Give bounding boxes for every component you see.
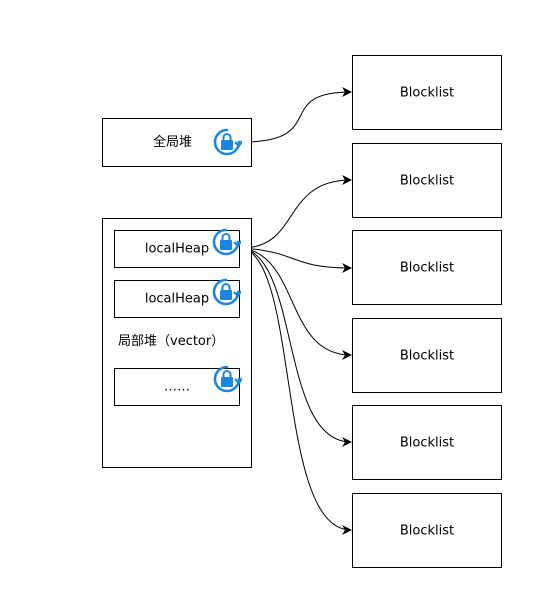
- blocklist-label: Blocklist: [399, 523, 455, 538]
- connector-local-to-blocklist-4: [241, 247, 352, 360]
- connector-local-to-blocklist-5: [241, 247, 352, 447]
- blocklist-box-4: Blocklist: [352, 318, 502, 393]
- blocklist-box-6: Blocklist: [352, 493, 502, 568]
- blocklist-label: Blocklist: [399, 260, 455, 275]
- lock-icon: [213, 128, 242, 156]
- blocklist-box-1: Blocklist: [352, 55, 502, 130]
- connector-global-to-blocklist-1: [241, 87, 352, 143]
- blocklist-label: Blocklist: [399, 435, 455, 450]
- vector-label: 局部堆（vector）: [118, 334, 225, 349]
- connector-local-to-blocklist-2: [241, 175, 352, 249]
- global-heap-label: 全局堆: [153, 135, 193, 150]
- blocklist-label: Blocklist: [399, 85, 455, 100]
- lock-icon: [212, 278, 241, 306]
- connector-local-to-blocklist-3: [241, 247, 352, 273]
- lock-icon: [212, 228, 241, 256]
- connector-local-to-blocklist-6: [241, 247, 352, 535]
- local-heap-slot-2: localHeap: [114, 280, 240, 318]
- blocklist-box-2: Blocklist: [352, 143, 502, 218]
- local-heap-slot-label: localHeap: [144, 241, 210, 257]
- blocklist-label: Blocklist: [399, 173, 455, 188]
- blocklist-box-3: Blocklist: [352, 230, 502, 305]
- local-heap-slot-1: localHeap: [114, 230, 240, 268]
- local-heap-slot-label: localHeap: [144, 291, 210, 307]
- blocklist-box-5: Blocklist: [352, 405, 502, 480]
- local-heap-slot-label: ……: [164, 379, 190, 395]
- blocklist-label: Blocklist: [399, 348, 455, 363]
- lock-icon: [213, 365, 242, 393]
